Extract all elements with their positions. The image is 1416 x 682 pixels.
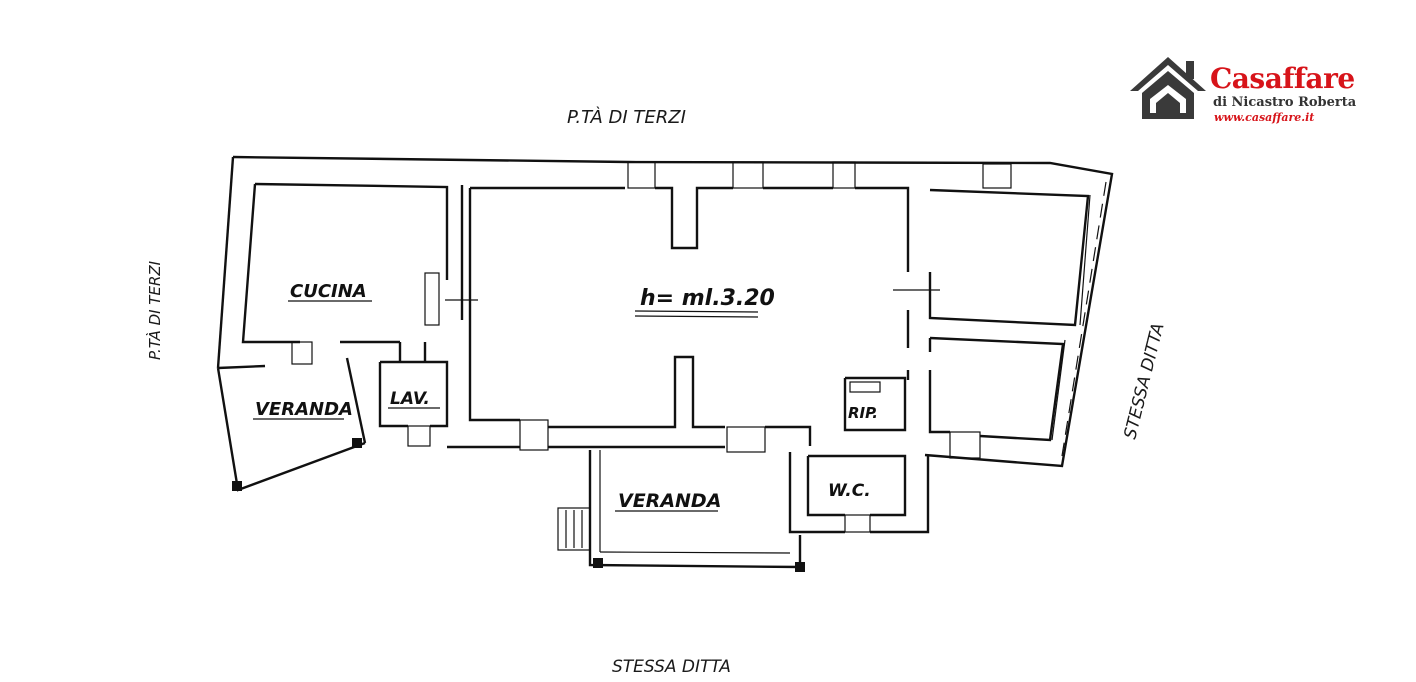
room-wc-label: W.C. — [828, 481, 871, 501]
kitchen-walls — [241, 182, 464, 365]
lav-walls — [378, 342, 449, 428]
room-rip-label: RIP. — [848, 404, 878, 422]
room-cucina-label: CUCINA — [290, 281, 367, 302]
boundary-right-label: STESSA DITTA — [1120, 321, 1168, 441]
right-rooms-walls — [928, 188, 1090, 459]
room-veranda-left-label: VERANDA — [255, 399, 353, 420]
outer-walls — [216, 155, 1114, 492]
rip-wc-walls — [765, 376, 930, 534]
room-veranda-bottom-label: VERANDA — [618, 490, 721, 512]
boundary-left-label: P.TÀ DI TERZI — [145, 260, 164, 360]
main-hall-walls — [445, 161, 1012, 449]
brand-name: Casaffare — [1210, 62, 1355, 95]
room-lav-label: LAV. — [390, 389, 430, 409]
brand-website: www.casaffare.it — [1214, 111, 1315, 124]
boundary-bottom-label: STESSA DITTA — [612, 657, 731, 677]
brand-owner: di Nicastro Roberta — [1213, 95, 1357, 110]
boundary-top-label: P.TÀ DI TERZI — [567, 106, 686, 128]
house-logo-icon — [1130, 57, 1206, 119]
veranda-bottom-walls — [232, 419, 805, 572]
room-main-height-label: h= ml.3.20 — [640, 286, 775, 311]
